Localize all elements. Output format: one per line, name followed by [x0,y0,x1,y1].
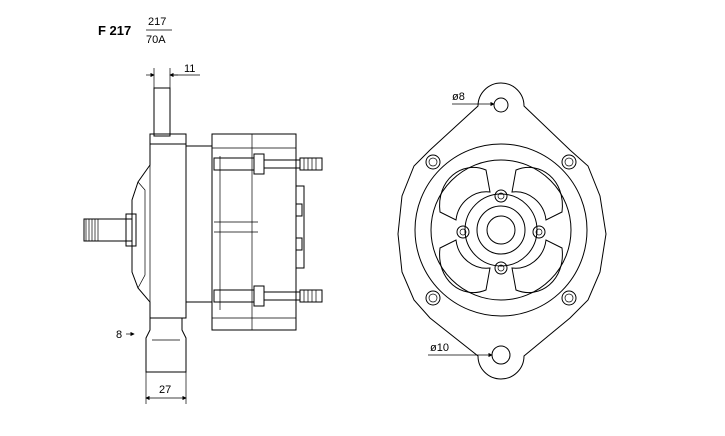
dim-side-offset: 8 [116,329,122,341]
lower-lug-hole [491,345,511,365]
fan-contour [137,181,146,289]
vent-openings [439,166,563,294]
front-housing [131,143,187,319]
top-mounting-lug [153,87,171,137]
connector-box [295,185,305,269]
inner-housing-circle [430,159,572,301]
shaft [83,218,133,242]
bottom-mounting-lug [145,318,187,373]
shaft-thread [85,219,99,241]
upper-lug-hole [493,97,509,113]
upper-bolt [213,153,323,175]
main-housing-circle [414,143,588,317]
connector-tab-1 [295,203,303,217]
stator-ring [185,145,213,303]
dim-top-width: 11 [184,63,195,75]
fraction-top: 217 [148,16,166,28]
hub-screws [456,189,546,275]
connector-tab-2 [295,237,303,251]
hub-middle [476,205,526,255]
side-view: 11 [83,63,323,404]
shaft-collar [125,213,137,247]
corner-bolts [425,154,577,306]
upper-hole-diameter: ø8 [452,91,465,103]
dim-bottom-width: 27 [159,384,171,396]
model-label: F 217 [98,23,131,38]
fraction-bottom: 70A [146,34,166,46]
hub-bearing [486,215,516,245]
lower-bolt [213,285,323,307]
alternator-outline [397,82,607,380]
hub-outer [464,193,538,267]
lower-hole-diameter: ø10 [430,342,449,354]
front-view: ø8 ø10 [397,82,607,380]
